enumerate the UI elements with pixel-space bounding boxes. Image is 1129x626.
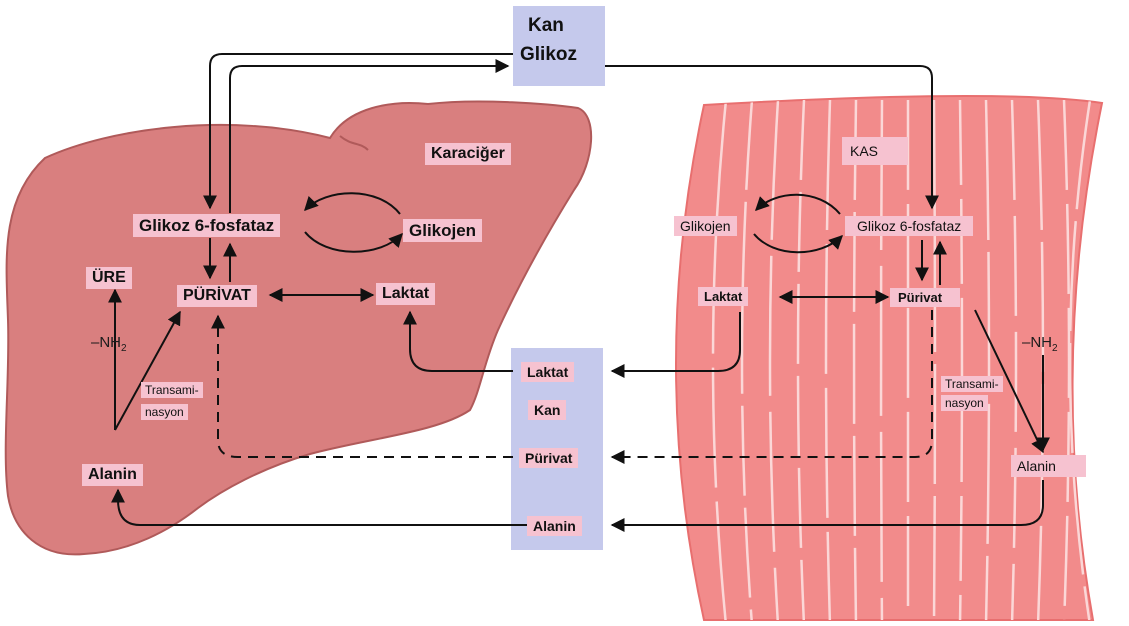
liver-pyruvate: PÜRİVAT: [177, 285, 257, 307]
blood-lactate: Laktat: [521, 362, 574, 382]
liver-glycogen: Glikojen: [403, 219, 482, 242]
liver-transamination-line2: nasyon: [141, 404, 188, 420]
liver-transamination-line1: Transami-: [141, 382, 203, 398]
liver-title: Karaciğer: [425, 143, 511, 165]
liver-nh2-subscript: 2: [121, 343, 127, 354]
muscle-transamination-line1: Transami-: [941, 376, 1003, 392]
muscle-pyruvate: Pürivat: [890, 288, 960, 307]
blood-top-label-kan: Kan: [528, 16, 564, 35]
muscle-lactate: Laktat: [698, 287, 748, 306]
muscle-alanine: Alanin: [1011, 455, 1086, 477]
muscle-nh2-text: –NH: [1022, 334, 1052, 351]
liver-lactate: Laktat: [376, 283, 435, 305]
liver-amino-group: –NH2: [91, 335, 127, 354]
muscle-amino-group: –NH2: [1022, 335, 1058, 354]
liver-nh2-text: –NH: [91, 334, 121, 351]
muscle-glucose-6-phosphatase: Glikoz 6-fosfataz: [845, 216, 973, 236]
liver-alanine: Alanin: [82, 464, 143, 486]
blood-top-label-glikoz: Glikoz: [520, 45, 577, 64]
liver-urea: ÜRE: [86, 267, 132, 289]
muscle-transamination-line2: nasyon: [941, 395, 988, 411]
muscle-glycogen: Glikojen: [674, 216, 737, 236]
blood-label: Kan: [528, 400, 566, 420]
muscle-title: KAS: [842, 137, 908, 165]
blood-alanine: Alanin: [527, 516, 582, 536]
liver-shape: [6, 101, 591, 554]
liver-glucose-6-phosphatase: Glikoz 6-fosfataz: [133, 214, 280, 237]
blood-pyruvate: Pürivat: [519, 448, 578, 468]
muscle-nh2-subscript: 2: [1052, 343, 1058, 354]
